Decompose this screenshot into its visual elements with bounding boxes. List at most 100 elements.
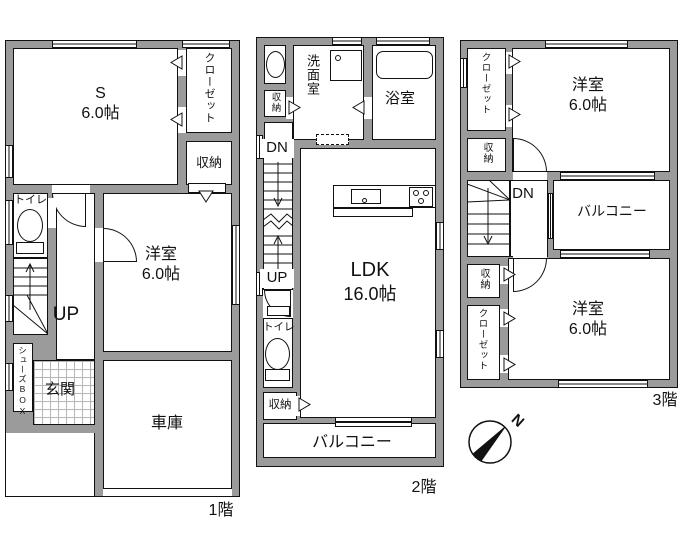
stairs-up-1f [13, 262, 48, 335]
room-closet-lower-3f [467, 305, 500, 380]
washroom-ext-2f [264, 122, 293, 140]
door-opening [52, 185, 90, 193]
door-threshold [267, 306, 290, 316]
window [545, 40, 628, 48]
room-size: 6.0帖 [81, 105, 120, 122]
room-storage-lower-3f [467, 264, 500, 298]
compass-icon [468, 420, 512, 464]
sink-drain [362, 198, 367, 203]
window [182, 40, 230, 48]
window [560, 250, 650, 258]
window [436, 222, 444, 250]
window [436, 330, 444, 358]
window [460, 58, 467, 88]
door-opening [364, 97, 372, 119]
room-label-entrance-1f: 玄関 [44, 381, 75, 398]
stairs-down-3f [467, 180, 510, 246]
folding-door-icon [170, 55, 183, 70]
folding-door-icon [170, 112, 183, 127]
room-label-closet-1f: クローゼット [203, 52, 215, 124]
balcony-label-3f: バルコニー [577, 203, 647, 219]
room-label-western-upper-3f: 洋室 6.0帖 [528, 76, 648, 116]
window [560, 172, 655, 180]
floor2-label: 2階 [411, 479, 437, 496]
room-label-service-1f: S 6.0帖 [58, 84, 143, 124]
folding-door-icon [288, 100, 301, 115]
folding-door-icon [503, 267, 516, 282]
approach-1f [5, 433, 95, 497]
room-label-toilet-1f: トイレ [14, 194, 47, 206]
room-label-storage-upper-3f: 収納 [481, 142, 492, 164]
room-label-closet-upper-3f: クローゼット [479, 52, 491, 115]
room-size: 6.0帖 [568, 321, 608, 338]
sliding-door-balcony-2f [335, 417, 412, 427]
toilet-bowl [265, 338, 290, 370]
stairs-up-label-1f: UP [52, 304, 80, 325]
door-opening [513, 250, 547, 258]
stove [409, 187, 433, 207]
window [5, 363, 13, 391]
burner [413, 190, 419, 196]
door-opening [48, 198, 56, 228]
balcony-label-2f: バルコニー [312, 434, 392, 451]
wash-basin [266, 51, 285, 78]
balcony-2f [263, 423, 436, 458]
faucet [335, 55, 341, 61]
room-size: 6.0帖 [568, 97, 608, 114]
vanity-sink [330, 50, 362, 81]
folding-door-icon [508, 107, 521, 122]
window [5, 145, 13, 178]
room-name: S [95, 85, 106, 102]
room-storage-upper-3f [467, 138, 506, 172]
window [558, 380, 648, 388]
window [232, 225, 240, 305]
folding-door-icon [503, 357, 516, 372]
burner [423, 190, 429, 196]
folding-door-icon [352, 100, 365, 115]
sliding-door-washroom-2f [316, 134, 349, 145]
folding-door-icon [508, 54, 521, 69]
folding-door-icon [298, 397, 311, 412]
room-label-toilet-2f: トイレ [263, 321, 295, 333]
room-service-1f [13, 48, 178, 185]
door-opening [513, 172, 547, 180]
stairs-down-label-3f: DN [512, 185, 534, 202]
garage-opening-1f [103, 488, 232, 497]
room-label-western-lower-3f: 洋室 6.0帖 [528, 300, 648, 340]
room-label-bathroom-2f: 浴室 [384, 90, 415, 107]
room-label-storage-lower-3f: 収納 [478, 268, 489, 290]
bathtub [376, 51, 433, 79]
toilet-bowl [17, 209, 43, 242]
door-opening [95, 228, 103, 262]
room-label-washroom-2f: 洗面室 [305, 54, 320, 96]
folding-door-icon [198, 190, 214, 203]
window [376, 37, 430, 45]
room-label-closet-lower-3f: クローゼット [476, 308, 488, 371]
room-closet-1f [186, 48, 232, 133]
shoes-box-label-1f: シューズBOX [17, 346, 28, 417]
window [332, 37, 362, 45]
toilet-tank [265, 369, 290, 381]
room-label-storage-lower-2f: 収納 [268, 399, 292, 411]
room-western-1f [103, 193, 232, 352]
room-label-storage-upper-2f: 収納 [269, 92, 281, 113]
door-opening [293, 396, 300, 416]
entrance-1f [33, 360, 95, 425]
room-closet-upper-3f [467, 48, 506, 131]
room-label-storage-1f: 収納 [195, 155, 222, 170]
room-name: 洋室 [144, 246, 177, 263]
corridor-3f [510, 180, 548, 257]
kitchen-counter-edge [333, 208, 413, 217]
room-name: 洋室 [571, 301, 604, 318]
folding-door-icon [503, 311, 516, 326]
room-name: 洋室 [571, 77, 604, 94]
toilet-tank [16, 242, 44, 254]
kitchen-sink [351, 189, 381, 204]
floor3-label: 3階 [652, 392, 678, 409]
room-storage-upper-2f [264, 90, 286, 117]
balcony-3f [553, 180, 670, 250]
room-label-ldk-2f: LDK 16.0帖 [320, 258, 420, 306]
stairs-up-label-2f: UP [260, 269, 294, 288]
room-storage-1f [186, 141, 232, 185]
